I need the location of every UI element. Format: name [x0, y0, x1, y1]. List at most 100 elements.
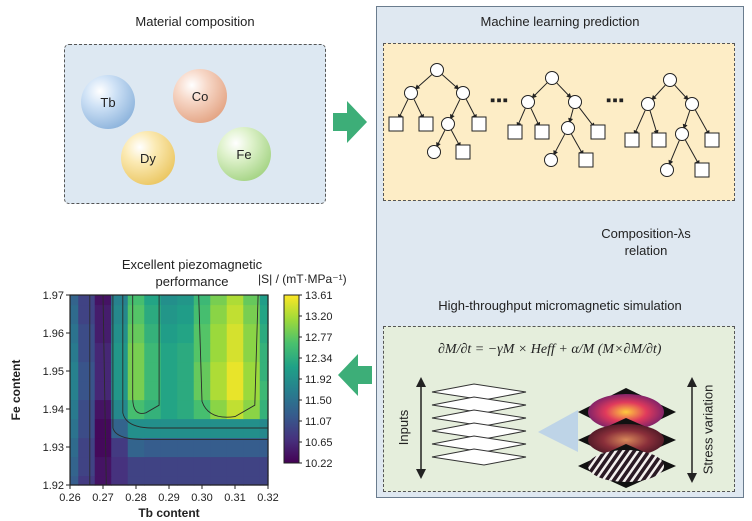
heatmap-cell [226, 380, 244, 401]
simulation-box [383, 326, 735, 492]
input-layers [431, 383, 527, 466]
performance-title-line-2: performance [155, 274, 229, 289]
tree-node [430, 63, 444, 77]
heatmap-cell [259, 475, 269, 486]
heatmap-cell [127, 418, 145, 439]
y-axis-label: Fe content [9, 360, 23, 421]
heatmap-cell [226, 304, 244, 325]
heatmap-cell [259, 304, 269, 325]
heatmap-cell [160, 475, 178, 486]
heatmap-cell [94, 437, 112, 458]
heatmap-cell [177, 295, 195, 306]
heatmap-cell [111, 342, 129, 363]
heatmap-cell [177, 342, 195, 363]
colorbar [283, 294, 300, 464]
tree-leaf [651, 132, 667, 148]
heatmap-cell [259, 342, 269, 363]
heatmap-cell [111, 437, 129, 458]
heatmap-cell [243, 456, 261, 477]
heatmap-cell [193, 342, 211, 363]
heatmap-cell [193, 304, 211, 325]
heatmap-cell [177, 361, 195, 382]
heatmap-cell [210, 399, 228, 420]
tree-node [545, 71, 559, 85]
heatmap-cell [226, 342, 244, 363]
heatmap-cell [193, 323, 211, 344]
tree-node [641, 97, 655, 111]
heatmap-cell [243, 342, 261, 363]
heatmap-cell [144, 342, 162, 363]
x-tick-label: 0.31 [224, 492, 245, 504]
colorbar-tick-label: 13.61 [305, 290, 333, 302]
arrow-right-icon [333, 101, 367, 143]
heatmap-cell [259, 380, 269, 401]
decision-tree-1 [388, 63, 487, 160]
tree-leaf [534, 124, 550, 140]
heatmap-cell [160, 380, 178, 401]
heatmap-cell [144, 475, 162, 486]
colorbar-tick-label: 10.65 [305, 437, 333, 449]
heatmap-cell [226, 295, 244, 306]
x-tick-label: 0.27 [92, 492, 113, 504]
heatmap-cell [94, 456, 112, 477]
y-tick-label: 1.94 [43, 404, 64, 416]
heatmap-cell [70, 418, 79, 439]
heatmap-cell [111, 456, 129, 477]
heatmap-cell [144, 295, 162, 306]
element-sphere-dy: Dy [121, 131, 175, 185]
heatmap-cell [144, 323, 162, 344]
heatmap-cell [70, 475, 79, 486]
heatmap-cell [160, 399, 178, 420]
heatmap-cell [259, 456, 269, 477]
heatmap-cell [78, 437, 96, 458]
heatmap-cell [70, 437, 79, 458]
simulation-title: High-throughput micromagnetic simulation [438, 298, 682, 313]
heatmap-cell [160, 295, 178, 306]
element-sphere-fe: Fe [217, 127, 271, 181]
heatmap-cell [144, 304, 162, 325]
heatmap-cell [94, 342, 112, 363]
heatmap-cell [94, 475, 112, 486]
heatmap-cell [94, 380, 112, 401]
heatmap-cell [243, 399, 261, 420]
tree-leaf [418, 116, 434, 132]
heatmap-cell [160, 361, 178, 382]
tree-node [561, 121, 575, 135]
tree-leaf [590, 124, 606, 140]
heatmap-cell [210, 361, 228, 382]
element-sphere-co: Co [173, 69, 227, 123]
heatmap-cell [94, 361, 112, 382]
tree-node [568, 95, 582, 109]
colorbar-tick-label: 10.22 [305, 458, 333, 470]
heatmap-cell [70, 342, 79, 363]
tree-leaf [471, 116, 487, 132]
heatmap-cell [259, 437, 269, 458]
arrow-left-icon [338, 354, 372, 396]
heatmap-cell [144, 380, 162, 401]
heatmap-cell [78, 304, 96, 325]
heatmap-cell [111, 304, 129, 325]
heatmap-cell [210, 437, 228, 458]
heatmap-cell [144, 437, 162, 458]
contour-lines [89, 294, 268, 486]
heatmap-cell [226, 475, 244, 486]
heatmap-cell [70, 304, 79, 325]
x-tick-label: 0.29 [158, 492, 179, 504]
heatmap-cell [193, 361, 211, 382]
heatmap-cell [259, 295, 269, 306]
heatmap-cell [177, 380, 195, 401]
heatmap-cell [226, 361, 244, 382]
heatmap-cell [177, 456, 195, 477]
heatmap-cell [210, 380, 228, 401]
heatmap-cell [210, 342, 228, 363]
heatmap-cell [127, 437, 145, 458]
x-tick-label: 0.26 [59, 492, 80, 504]
heatmap-cell [127, 380, 145, 401]
heatmap-cell [210, 456, 228, 477]
colorbar-tick-label: 12.34 [305, 353, 333, 365]
heatmap-cell [78, 361, 96, 382]
colorbar-tick-label: 11.50 [305, 395, 332, 407]
heatmap-cell [193, 380, 211, 401]
heatmap-cell [177, 304, 195, 325]
